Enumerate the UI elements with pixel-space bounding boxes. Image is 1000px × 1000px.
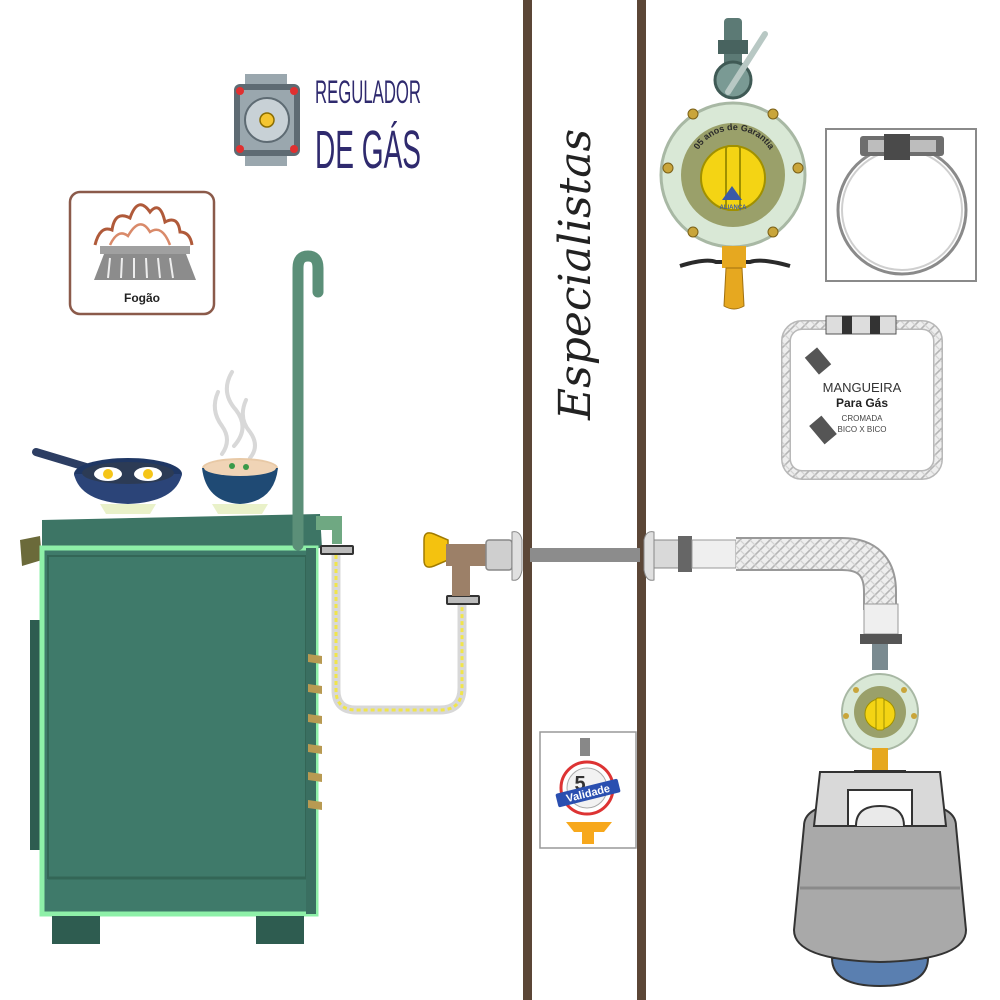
hose-card-line3: CROMADA [842,414,884,423]
frying-pan-icon [32,448,182,514]
hose-card-line1: MANGUEIRA [823,380,902,395]
validity-number: 5 [574,773,585,795]
clamp-card [825,128,977,282]
hose-clamp-icon [836,134,968,276]
hose-card-line2: Para Gás [836,396,888,410]
validity-card: 5 Validade [539,731,637,849]
regulator-logo: REGULADOR DE GÁS [234,74,421,180]
regulator-brand: ALIANÇA [720,205,748,211]
bowl-icon [202,458,278,514]
regulator-title-line1: REGULADOR [315,74,421,110]
gas-cylinder-icon [792,771,968,988]
stove-card-label: Fogão [124,291,160,305]
hose-clamp-icon [320,545,480,605]
stove [20,250,342,944]
regulator-icon [234,74,300,166]
steam-icon [212,370,257,460]
hose-card: MANGUEIRA Para Gás CROMADA BICO X BICO [781,315,943,480]
product-regulator: ALIANÇA 05 anos de Garantia [659,18,807,310]
cylinder-hose [653,536,902,670]
validity-seal-icon: 5 Validade [555,760,621,816]
wall-fitting-right [643,531,655,581]
stove-card: Fogão [68,190,216,316]
burner-flame-icon [93,203,196,280]
valve-icon [423,531,523,596]
hose-card-line4: BICO X BICO [838,425,887,434]
wall-script-text: Especialistas [550,129,601,421]
wall [523,0,646,1000]
wall-pipe [530,548,640,562]
stove-hose [320,545,480,715]
regulator-title-line2: DE GÁS [315,120,421,180]
cylinder-regulator [841,673,919,788]
